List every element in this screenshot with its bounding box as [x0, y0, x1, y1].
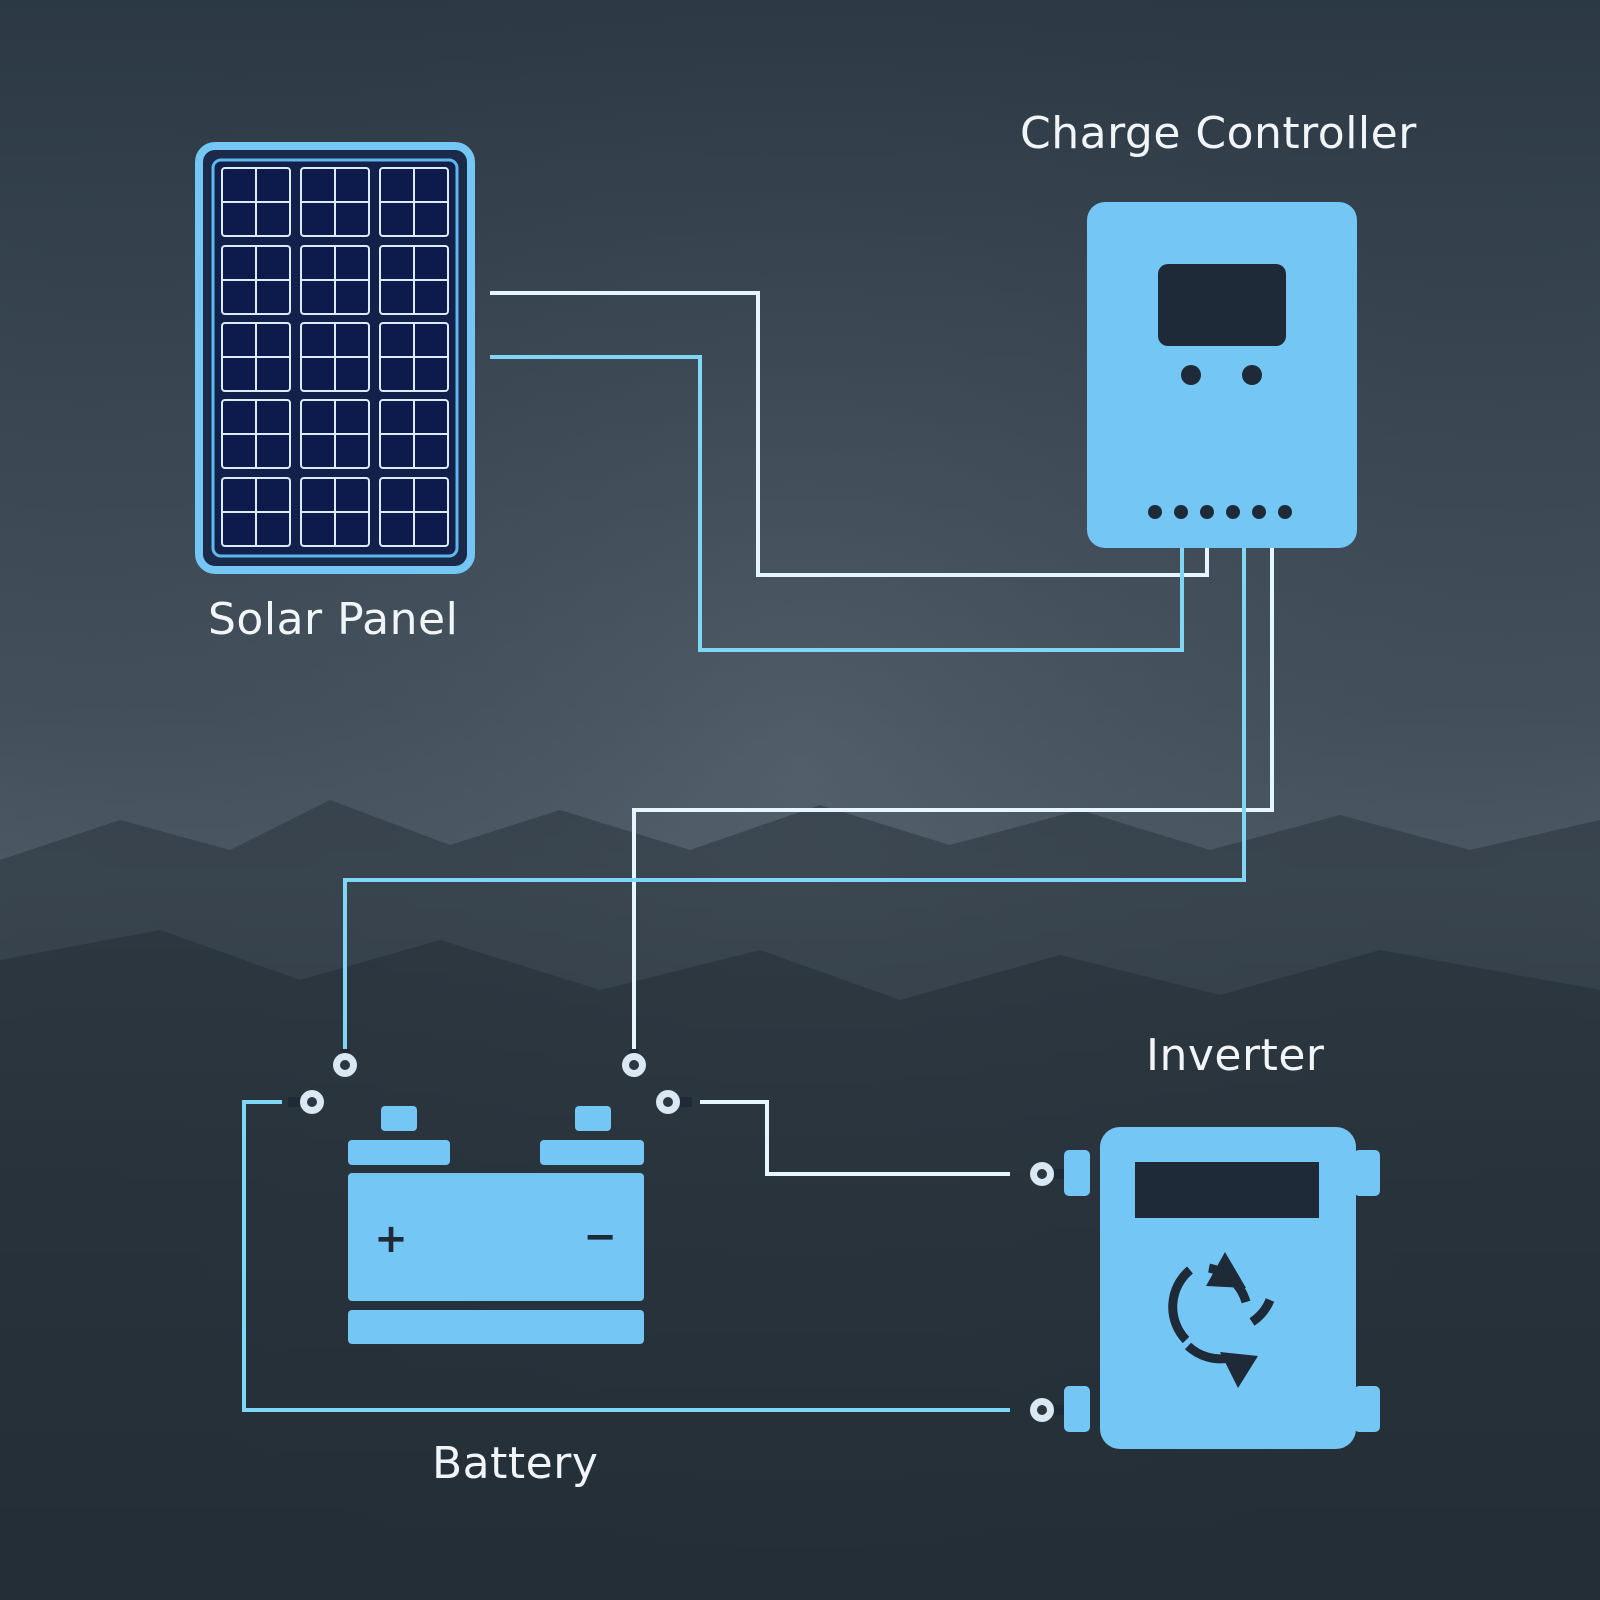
- ring-terminals: [288, 1049, 1066, 1422]
- wire-panel-to-controller-1: [490, 291, 1209, 577]
- battery-negative-symbol: −: [583, 1214, 617, 1260]
- ring-terminal-icon: [656, 1090, 692, 1114]
- controller-terminal: [1278, 505, 1292, 519]
- solar-panel-label: Solar Panel: [208, 594, 459, 645]
- solar-cell: [221, 399, 291, 469]
- charge-controller: [1087, 202, 1357, 548]
- ring-terminal-icon: [288, 1090, 324, 1114]
- wire-battery-to-inverter-top: [700, 1100, 1010, 1176]
- wires: [242, 291, 1274, 1412]
- solar-cell: [221, 322, 291, 392]
- ring-terminal-icon: [1030, 1398, 1066, 1422]
- charge-controller-label: Charge Controller: [1020, 108, 1417, 159]
- ring-terminal-icon: [1030, 1162, 1066, 1186]
- battery-label: Battery: [432, 1438, 599, 1489]
- solar-cell: [379, 245, 449, 315]
- controller-terminal: [1148, 505, 1162, 519]
- battery: + −: [348, 1106, 644, 1344]
- battery-body: [348, 1173, 644, 1301]
- inverter: [1064, 1127, 1380, 1449]
- solar-cell: [221, 167, 291, 237]
- wire-panel-to-controller-2: [490, 355, 1184, 652]
- refresh-arrowhead: [1220, 1352, 1258, 1388]
- solar-cell: [221, 245, 291, 315]
- solar-cell: [379, 477, 449, 547]
- solar-cell: [300, 245, 370, 315]
- controller-terminal: [1174, 505, 1188, 519]
- refresh-arrowhead: [1206, 1252, 1246, 1288]
- inverter-bracket: [1354, 1150, 1380, 1196]
- battery-positive-symbol: +: [374, 1216, 408, 1262]
- ring-terminal-icon: [333, 1049, 357, 1077]
- solar-cell: [300, 399, 370, 469]
- charge-controller-body: [1087, 202, 1357, 548]
- inverter-label: Inverter: [1146, 1030, 1325, 1081]
- solar-cell: [300, 167, 370, 237]
- solar-cell: [379, 167, 449, 237]
- battery-lid-right: [540, 1140, 644, 1165]
- battery-post-positive: [381, 1106, 417, 1131]
- wire-battery-to-inverter-bottom: [242, 1100, 1010, 1412]
- solar-panel: [195, 142, 475, 574]
- mountain-silhouette-front: [0, 930, 1600, 1600]
- controller-terminal: [1252, 505, 1266, 519]
- battery-post-negative: [575, 1106, 611, 1131]
- inverter-bracket: [1064, 1150, 1090, 1196]
- controller-button: [1242, 365, 1262, 385]
- solar-cell-grid: [221, 167, 449, 547]
- controller-terminal: [1226, 505, 1240, 519]
- wire-controller-to-battery-neg: [632, 548, 1274, 1052]
- inverter-display: [1135, 1162, 1319, 1218]
- ring-terminal-icon: [622, 1049, 646, 1077]
- controller-display: [1158, 264, 1286, 346]
- wire-controller-to-battery-pos: [343, 548, 1246, 1052]
- battery-base: [348, 1310, 644, 1344]
- inverter-bracket: [1064, 1386, 1090, 1432]
- solar-cell: [379, 322, 449, 392]
- battery-lid-left: [348, 1140, 450, 1165]
- solar-cell: [300, 477, 370, 547]
- solar-cell: [221, 477, 291, 547]
- inverter-bracket: [1354, 1386, 1380, 1432]
- controller-button: [1181, 365, 1201, 385]
- controller-terminal: [1200, 505, 1214, 519]
- controller-terminal-row: [1148, 505, 1292, 519]
- solar-cell: [379, 399, 449, 469]
- solar-cell: [300, 322, 370, 392]
